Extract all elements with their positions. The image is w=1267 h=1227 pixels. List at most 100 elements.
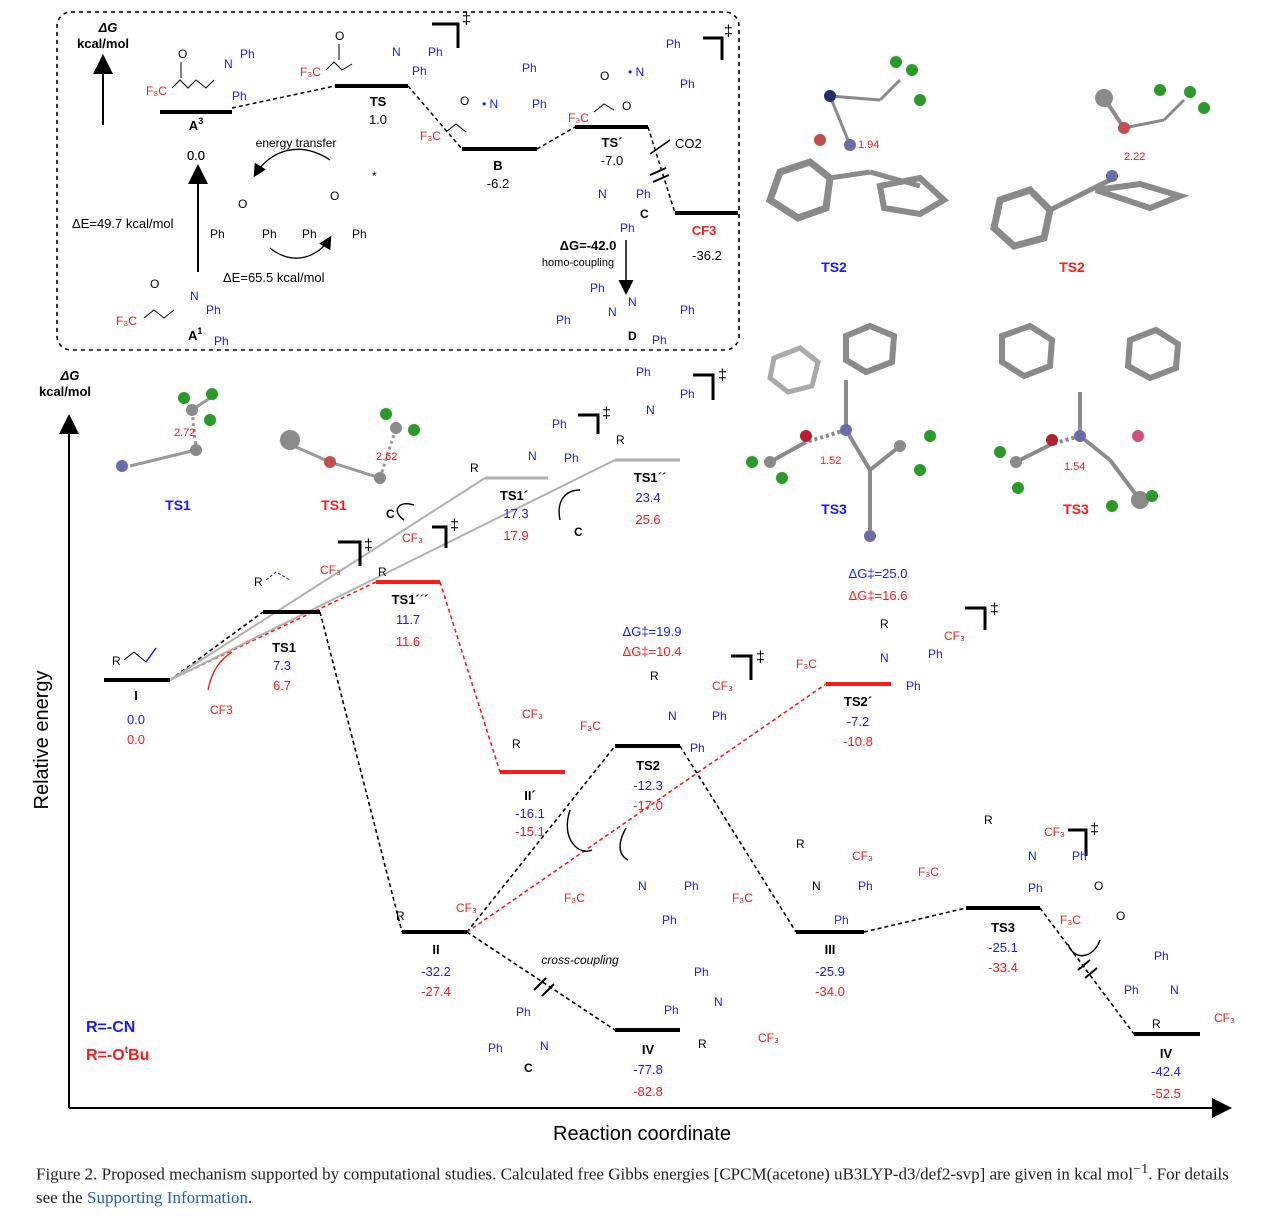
svg-text:N: N bbox=[812, 879, 821, 893]
red-TS1: 6.7 bbox=[273, 678, 291, 693]
inset-zero: 0.0 bbox=[187, 148, 205, 163]
svg-text:Ph: Ph bbox=[1124, 983, 1139, 997]
mol-IIp: R CF₃ bbox=[512, 707, 543, 751]
structure-ts2-otbu: 2.22 TS2 bbox=[990, 84, 1210, 275]
svg-text:O: O bbox=[1094, 879, 1103, 893]
svg-text:Ph: Ph bbox=[262, 227, 277, 241]
inset-deltaE2: ΔE=65.5 kcal/mol bbox=[223, 270, 325, 285]
svg-text:‡: ‡ bbox=[724, 23, 733, 40]
svg-text:Ph: Ph bbox=[516, 1005, 531, 1019]
svg-text:*: * bbox=[372, 169, 377, 183]
inset-co2-arrow bbox=[649, 139, 671, 155]
inset-energy-TS: 1.0 bbox=[369, 112, 387, 127]
svg-text:O: O bbox=[335, 29, 344, 43]
label-III: III bbox=[825, 942, 836, 957]
svg-text:Ph: Ph bbox=[680, 303, 695, 317]
mol-IVb: Ph Ph N R CF₃ bbox=[1124, 949, 1235, 1031]
mol-TS1p1: R N Ph Ph bbox=[470, 417, 579, 475]
svg-text:CF₃: CF₃ bbox=[522, 707, 543, 721]
svg-text:‡: ‡ bbox=[756, 649, 765, 666]
mol-TS2: F₃C R CF₃ N Ph Ph bbox=[580, 669, 733, 755]
blue-TS1p1: 17.3 bbox=[503, 506, 528, 521]
svg-text:F₃C: F₃C bbox=[564, 891, 585, 905]
svg-text:N: N bbox=[1170, 983, 1179, 997]
inset-energy-TSprime: -7.0 bbox=[601, 153, 623, 168]
svg-text:F₃C: F₃C bbox=[300, 65, 321, 79]
ts3-break bbox=[1077, 959, 1098, 979]
mol-II: R CF₃ bbox=[396, 901, 477, 923]
svg-text:O: O bbox=[1116, 909, 1125, 923]
svg-text:Ph: Ph bbox=[684, 879, 699, 893]
blue-TS3: -25.1 bbox=[988, 940, 1018, 955]
svg-text:R: R bbox=[396, 909, 405, 923]
svg-text:CF₃: CF₃ bbox=[712, 679, 733, 693]
inset-triplet: Ph Ph O * bbox=[302, 169, 377, 241]
svg-text:‡: ‡ bbox=[990, 601, 999, 618]
svg-text:CF₃: CF₃ bbox=[758, 1031, 779, 1045]
mol-TS3: F₃C R CF₃ N Ph Ph bbox=[918, 813, 1087, 895]
legend-cn: R=-CN bbox=[86, 1019, 135, 1036]
ts-daggers: ‡‡‡ ‡‡‡ ‡‡‡ bbox=[364, 11, 1099, 838]
label-TS1p3: TS1´´´ bbox=[392, 592, 429, 607]
svg-text:O: O bbox=[238, 197, 247, 211]
blue-TS1: 7.3 bbox=[273, 658, 291, 673]
svg-text:‡: ‡ bbox=[462, 11, 471, 28]
supporting-info-link[interactable]: Supporting Information bbox=[86, 1187, 248, 1207]
svg-text:Ph: Ph bbox=[680, 77, 695, 91]
red-TS1p2: 25.6 bbox=[635, 512, 660, 527]
red-IVb: -52.5 bbox=[1151, 1086, 1181, 1101]
svg-text:R: R bbox=[112, 654, 121, 668]
mol-III: F₃C R CF₃ N Ph Ph bbox=[732, 837, 873, 927]
ts1-cn-label: TS1 bbox=[165, 497, 191, 513]
caption-lead: Figure 2. bbox=[36, 1164, 98, 1184]
label-IVa: IV bbox=[642, 1042, 655, 1057]
svg-text:F₃C: F₃C bbox=[1060, 913, 1081, 927]
mol-carboxyl-radical: F₃C O O bbox=[1060, 879, 1125, 927]
svg-text:‡: ‡ bbox=[602, 405, 611, 422]
svg-text:N: N bbox=[540, 1039, 549, 1053]
ts2-barrier-red: ΔG‡=10.4 bbox=[623, 644, 682, 659]
svg-text:• N: • N bbox=[628, 65, 644, 79]
blue-IVa: -77.8 bbox=[633, 1062, 663, 1077]
main-axis-dg: ΔG bbox=[60, 368, 80, 383]
svg-text:O: O bbox=[600, 69, 609, 83]
svg-text:N: N bbox=[628, 295, 637, 309]
inset-energy-B: -6.2 bbox=[487, 176, 509, 191]
inset-energy-CF3: -36.2 bbox=[692, 248, 722, 263]
inset-homo-label: homo-coupling bbox=[542, 257, 614, 269]
svg-text:Ph: Ph bbox=[522, 61, 537, 75]
cross-coupling-label: cross-coupling bbox=[541, 953, 619, 967]
svg-text:Ph: Ph bbox=[1028, 881, 1043, 895]
svg-text:O: O bbox=[460, 94, 469, 108]
mol-TS1p3: R CF₃ bbox=[378, 531, 423, 579]
label-IIp: II´ bbox=[524, 788, 536, 803]
red-TS2p: -10.8 bbox=[843, 734, 873, 749]
inset-molecule-C: N Ph Ph bbox=[598, 187, 651, 235]
svg-text:Ph: Ph bbox=[666, 37, 681, 51]
svg-text:Ph: Ph bbox=[214, 334, 229, 348]
mechanism-diagram: ΔG kcal/mol A3 0.0 TS 1.0 B -6.2 TS´ -7.… bbox=[31, 11, 1235, 1145]
svg-text:R: R bbox=[984, 813, 993, 827]
svg-text:R: R bbox=[470, 461, 479, 475]
blue-IIp: -16.1 bbox=[515, 806, 545, 821]
inset-molecule-A3: F₃C O N Ph Ph bbox=[146, 47, 255, 103]
svg-text:O: O bbox=[622, 99, 631, 113]
svg-text:R: R bbox=[616, 433, 625, 447]
mol-TS2p: F₃C R CF₃ N Ph Ph bbox=[796, 617, 965, 693]
inset-benzophenone: Ph Ph O bbox=[210, 197, 277, 241]
red-I: 0.0 bbox=[127, 732, 145, 747]
svg-text:R: R bbox=[650, 669, 659, 683]
inset-molecule-B: F₃C O • N Ph Ph bbox=[420, 61, 547, 143]
inset-homo-dg: ΔG=-42.0 bbox=[560, 238, 617, 253]
svg-text:Ph: Ph bbox=[694, 965, 709, 979]
svg-text:Ph: Ph bbox=[1154, 949, 1169, 963]
inset-label-CF3: CF3 bbox=[692, 223, 717, 238]
mol-TS1p2: R N Ph Ph bbox=[616, 365, 695, 447]
svg-text:N: N bbox=[668, 709, 677, 723]
ts-brackets bbox=[338, 22, 1088, 856]
svg-text:Ph: Ph bbox=[428, 45, 443, 59]
svg-text:Ph: Ph bbox=[210, 227, 225, 241]
svg-text:N: N bbox=[528, 449, 537, 463]
blue-TS1p3: 11.7 bbox=[396, 612, 420, 627]
caption-end: . bbox=[248, 1187, 253, 1207]
